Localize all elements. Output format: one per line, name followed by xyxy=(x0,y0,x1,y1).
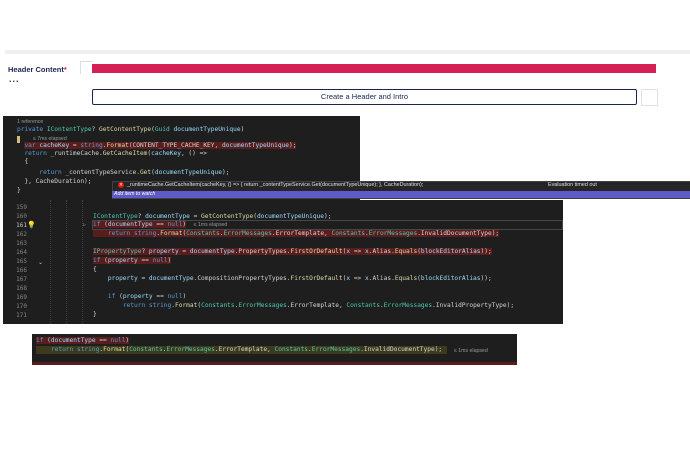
indent-guide xyxy=(66,200,67,324)
line-number: 167 xyxy=(16,276,27,283)
line-number: 163 xyxy=(16,240,27,247)
code-line: if (property == null) xyxy=(93,257,172,264)
add-watch-label[interactable]: Add item to watch xyxy=(114,191,156,197)
chevron-down-icon[interactable]: ⌄ xyxy=(38,259,44,266)
code-line: if (documentType == null) ≤ 1ms elapsed xyxy=(93,221,228,228)
code-line: return _contentTypeService.Get(documentT… xyxy=(39,169,230,176)
code-editor-panel-3: if (documentType == null) return string.… xyxy=(32,334,517,365)
code-line: return string.Format(Constants.ErrorMess… xyxy=(93,230,500,238)
code-line: } xyxy=(93,311,97,318)
perf-tip: ≤ 7ms elapsed xyxy=(33,136,67,142)
line-number: 169 xyxy=(16,294,27,301)
property-actions-dots[interactable]: ... xyxy=(9,74,20,84)
code-line: property = documentType.CompositionPrope… xyxy=(107,275,492,282)
error-icon: × xyxy=(118,182,124,188)
code-line: { xyxy=(17,158,29,165)
code-line: return string.Format(Constants.ErrorMess… xyxy=(122,302,515,309)
indent-guide xyxy=(50,200,51,324)
code-line: }, CacheDuration); xyxy=(17,178,92,185)
line-number: 170 xyxy=(16,303,27,310)
code-line: if (documentType == null) xyxy=(36,337,130,344)
code-line: return _runtimeCache.GetCacheItem(cacheK… xyxy=(24,150,208,157)
line-number: 165 xyxy=(16,258,27,265)
datatip-status: Evaluation timed out xyxy=(548,182,597,188)
indent-guide xyxy=(82,200,83,324)
current-line-box xyxy=(92,220,563,230)
line-number: 166 xyxy=(16,267,27,274)
line-number: 164 xyxy=(16,249,27,256)
line-number: 162 xyxy=(16,231,27,238)
code-line: private IContentType? GetContentType(Gui… xyxy=(17,126,245,133)
breakpoint-arrow-icon xyxy=(17,136,20,143)
line-number: 168 xyxy=(16,285,27,292)
lightbulb-icon[interactable]: 💡 xyxy=(27,221,36,229)
codelens-references[interactable]: 1 reference xyxy=(17,119,44,125)
property-label: Header Content* xyxy=(8,65,67,74)
code-line: } xyxy=(17,187,21,194)
add-watch-row[interactable] xyxy=(112,191,690,198)
perf-tip: ≤ 1ms elapsed xyxy=(454,348,488,354)
code-line: var cacheKey = string.Format(CONTENT_TYP… xyxy=(24,142,297,149)
code-line: if (property == null) xyxy=(107,293,187,300)
code-line-current: return string.Format(Constants.ErrorMess… xyxy=(36,346,447,354)
code-line: IPropertyType? property = documentType.P… xyxy=(93,248,492,255)
code-line: IContentType? documentType = GetContentT… xyxy=(93,213,332,220)
validation-error-bar xyxy=(92,64,656,73)
create-header-button[interactable]: Create a Header and Intro xyxy=(92,89,637,105)
line-number: 160 xyxy=(16,213,27,220)
clipboard-button[interactable] xyxy=(641,89,658,106)
top-strip xyxy=(5,50,690,54)
cut-off-highlight xyxy=(32,362,517,365)
datatip-expression: _runtimeCache.GetCacheItem(cacheKey, () … xyxy=(127,182,424,188)
line-number: 171 xyxy=(16,312,27,319)
step-arrow-icon: ▷ xyxy=(83,222,87,228)
line-number: 159 xyxy=(16,204,27,211)
code-line: { xyxy=(93,266,97,273)
line-number: 161 xyxy=(16,222,27,229)
block-list-frame xyxy=(80,61,93,74)
